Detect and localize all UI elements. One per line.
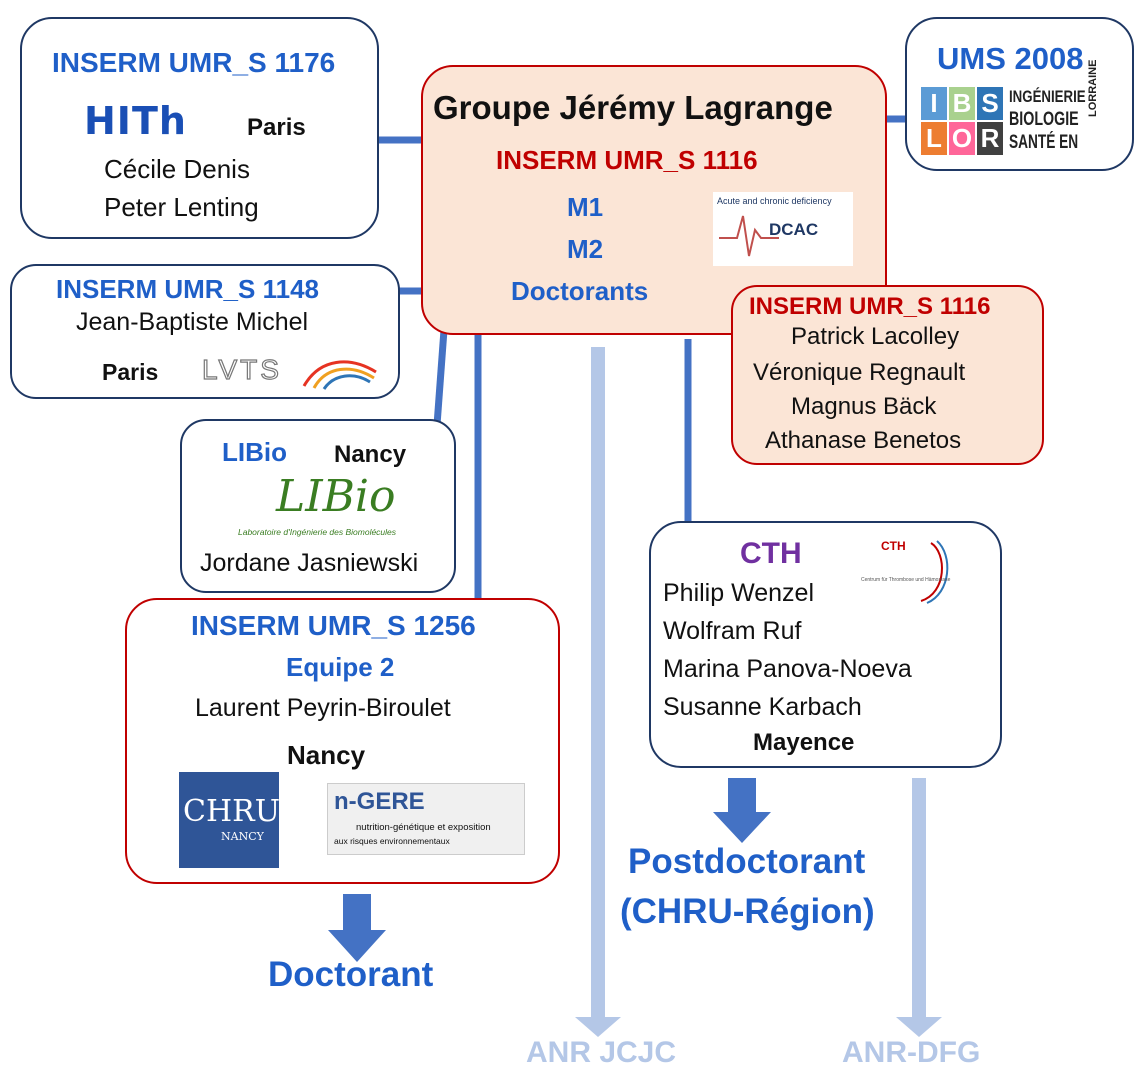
member-susanne-karbach: Susanne Karbach: [663, 693, 862, 721]
member-athanase-benetos: Athanase Benetos: [765, 427, 962, 454]
ibslor-logo: I B S L O R INGÉNIERIE BIOLOGIE SANTÉ EN…: [921, 60, 1127, 159]
arrow-anr-jcjc: [575, 347, 621, 1037]
n-gere-caption-1: nutrition-génétique et exposition: [356, 822, 491, 833]
chru-logo-sub: NANCY: [221, 830, 264, 843]
n-gere-logo: n-GERE nutrition-génétique et exposition…: [327, 783, 525, 855]
member-marina-panova-noeva: Marina Panova-Noeva: [663, 655, 912, 683]
ums-2008-title: UMS 2008: [937, 41, 1084, 76]
inserm-1176-city: Paris: [247, 114, 306, 141]
cth-logo: CTH Centrum für Thrombose und Hämostase: [861, 533, 981, 605]
ibslor-line-3: SANTÉ EN: [1009, 132, 1079, 153]
link-libio: [433, 329, 448, 426]
inserm-1176-title: INSERM UMR_S 1176: [52, 47, 336, 78]
cth-city: Mayence: [753, 729, 855, 756]
hith-logo: HITh: [84, 99, 187, 143]
member-jordane-jasniewski: Jordane Jasniewski: [200, 549, 419, 577]
inserm-1256-team: Equipe 2: [286, 652, 395, 682]
lvts-logo: LVTS: [201, 353, 282, 385]
ibslor-line-2: BIOLOGIE: [1009, 109, 1079, 130]
role-doctorants: Doctorants: [511, 276, 649, 306]
cth-title: CTH: [740, 537, 802, 570]
ums-2008-box: UMS 2008 I B S L O R INGÉNIERIE BIOLOGIE…: [905, 17, 1134, 171]
libio-box: LIBio Nancy LIBio Laboratoire d'Ingénier…: [180, 419, 456, 593]
arrow-doctorant: [328, 894, 386, 962]
inserm-1176-box: INSERM UMR_S 1176 HITh Paris Cécile Deni…: [20, 17, 379, 239]
cth-logo-text: CTH: [881, 539, 906, 553]
libio-title: LIBio: [222, 437, 287, 467]
inserm-1256-city: Nancy: [287, 740, 366, 770]
ibslor-side: LORRAINE: [1087, 59, 1099, 117]
outcome-anr-dfg: ANR-DFG: [842, 1036, 981, 1069]
member-patrick-lacolley: Patrick Lacolley: [791, 323, 960, 350]
ibslor-letter-b: B: [949, 87, 975, 120]
dcac-name: DCAC: [769, 220, 819, 239]
dcac-logo: Acute and chronic deficiency DCAC: [713, 192, 853, 266]
outcome-postdoc-line1: Postdoctorant: [628, 842, 866, 881]
member-peter-lenting: Peter Lenting: [104, 192, 259, 222]
chru-logo-text: CHRU: [183, 794, 280, 829]
inserm-1148-city: Paris: [102, 359, 159, 385]
cth-box: CTH CTH Centrum für Thrombose und Hämost…: [649, 521, 1002, 768]
n-gere-logo-text: n-GERE: [334, 788, 425, 815]
ibslor-letter-s: S: [977, 87, 1003, 120]
outcome-postdoc-line2: (CHRU-Région): [620, 892, 875, 931]
inserm-1256-title: INSERM UMR_S 1256: [191, 610, 476, 641]
libio-logo-caption: Laboratoire d'Ingénierie des Biomolécule…: [238, 527, 397, 537]
member-philip-wenzel: Philip Wenzel: [663, 579, 815, 607]
ibslor-letter-o: O: [949, 122, 975, 155]
member-wolfram-ruf: Wolfram Ruf: [663, 617, 802, 645]
arrow-postdoc: [713, 778, 771, 843]
ibslor-letter-r: R: [977, 122, 1003, 155]
lvts-swoosh-icon: [302, 360, 377, 390]
inserm-1256-box: INSERM UMR_S 1256 Equipe 2 Laurent Peyri…: [125, 598, 560, 884]
outcome-anr-jcjc: ANR JCJC: [526, 1036, 677, 1069]
chru-nancy-logo: CHRU NANCY: [179, 772, 280, 868]
role-m1: M1: [567, 192, 604, 222]
libio-city: Nancy: [334, 441, 407, 468]
ibslor-letter-l: L: [921, 122, 947, 155]
member-laurent-peyrin-biroulet: Laurent Peyrin-Biroulet: [195, 694, 451, 722]
heartbeat-icon: [719, 215, 779, 257]
member-veronique-regnault: Véronique Regnault: [753, 359, 966, 386]
member-magnus-back: Magnus Bäck: [791, 393, 937, 420]
inserm-1116-partner-title: INSERM UMR_S 1116: [749, 293, 991, 320]
inserm-1116-partner-box: INSERM UMR_S 1116 Patrick Lacolley Véron…: [731, 285, 1044, 465]
outcome-doctorant: Doctorant: [268, 955, 434, 994]
inserm-1148-title: INSERM UMR_S 1148: [56, 274, 319, 304]
n-gere-caption-2: aux risques environnementaux: [334, 836, 450, 846]
ibslor-line-1: INGÉNIERIE: [1009, 87, 1086, 106]
arrow-anr-dfg: [896, 778, 942, 1037]
inserm-1148-box: INSERM UMR_S 1148 Jean-Baptiste Michel P…: [10, 264, 400, 399]
dcac-caption: Acute and chronic deficiency: [717, 196, 832, 206]
libio-logo: LIBio: [276, 471, 396, 522]
main-group-title: Groupe Jérémy Lagrange: [433, 89, 833, 126]
cth-logo-caption: Centrum für Thrombose und Hämostase: [861, 577, 951, 583]
ibslor-letter-i: I: [921, 87, 947, 120]
main-group-box: Groupe Jérémy Lagrange INSERM UMR_S 1116…: [421, 65, 887, 335]
member-jean-baptiste-michel: Jean-Baptiste Michel: [76, 308, 309, 336]
member-cecile-denis: Cécile Denis: [104, 154, 250, 184]
role-m2: M2: [567, 234, 604, 264]
main-group-unit: INSERM UMR_S 1116: [496, 145, 758, 175]
cth-logo-curve-icon: [920, 540, 949, 604]
